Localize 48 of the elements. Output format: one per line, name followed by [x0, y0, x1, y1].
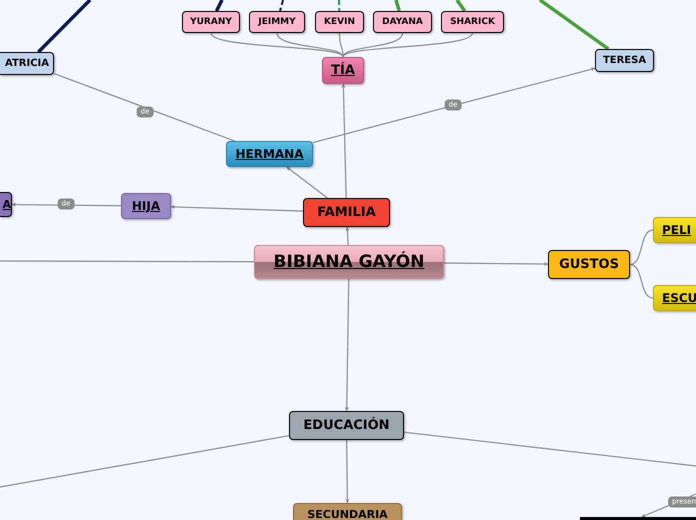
topic-box	[249, 11, 305, 33]
topic-text: TERESA	[602, 56, 646, 66]
topic-text: SECUNDARIA	[307, 509, 388, 520]
topic-box	[595, 49, 654, 72]
topic-box	[226, 141, 313, 167]
topic-text: HERMANA	[235, 148, 304, 160]
connector-arrow	[312, 67, 596, 144]
topic-box	[373, 11, 432, 33]
topic-text: HIJA	[132, 200, 160, 212]
topic-text: JEIMMY	[258, 18, 296, 26]
topic-text: GUSTOS	[559, 258, 619, 271]
topic-box	[0, 52, 54, 75]
connector-arrow	[170, 204, 304, 212]
connector-arrow	[538, 0, 610, 50]
topic-text: SHARICK	[450, 18, 495, 26]
topic-text: EDUCACIÓN	[303, 419, 390, 432]
box-shape	[580, 517, 696, 520]
topic-box	[121, 193, 171, 219]
central-topic-box	[254, 245, 444, 279]
topic-text: BIBIANA GAYÓN	[274, 254, 424, 270]
topic-text: DAYANA	[382, 18, 423, 26]
connector-arrow	[444, 262, 548, 266]
topic-box	[322, 57, 364, 84]
topic-box	[315, 11, 364, 33]
topic-text: FAMILIA	[317, 206, 376, 219]
topic-box	[303, 198, 390, 227]
connector-arrow	[37, 0, 92, 54]
topic-box	[653, 217, 696, 243]
connector-arrow	[286, 166, 328, 198]
topic-box	[653, 285, 696, 311]
connector-arrow	[345, 440, 350, 504]
topic-text: ATRICIA	[4, 58, 49, 68]
connector-arrow	[12, 202, 121, 207]
topic-text: ESCU	[662, 292, 696, 304]
topic-box	[441, 11, 504, 33]
topic-box	[0, 192, 12, 217]
topic-box	[289, 411, 404, 440]
topic-text: TÍA	[331, 64, 355, 77]
topic-box	[548, 250, 630, 279]
topic-text: A	[2, 199, 11, 210]
topic-box	[182, 11, 240, 33]
topic-text: KEVIN	[324, 18, 355, 26]
connector-arrow	[341, 84, 347, 198]
connector-arrow	[345, 226, 350, 246]
connector-arrow	[344, 278, 350, 412]
topic-text: YURANY	[190, 18, 232, 26]
topic-box	[293, 503, 402, 520]
topic-text: PELI	[662, 224, 692, 236]
